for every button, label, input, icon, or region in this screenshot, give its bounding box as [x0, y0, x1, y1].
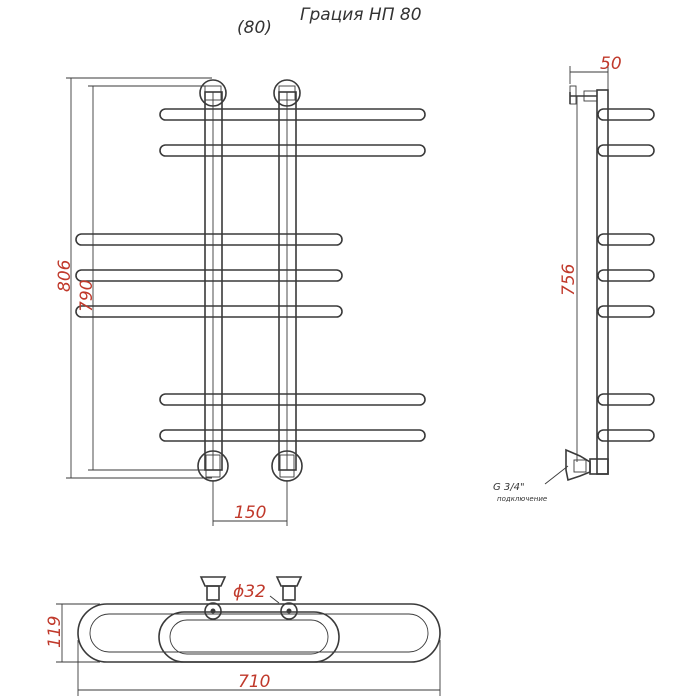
pipe-diameter-label: ϕ32: [233, 582, 266, 602]
side-bar-6: [597, 393, 655, 406]
side-bar-4: [597, 269, 655, 282]
bar-7: [159, 429, 426, 442]
side-bar-7: [597, 429, 655, 442]
bar-6: [159, 393, 426, 406]
side-bar-1: [597, 108, 655, 121]
top-view: ϕ32 119 710: [45, 576, 441, 696]
side-bar-5: [597, 305, 655, 318]
connection-note: подключение: [497, 495, 547, 503]
top-right-cap: [273, 79, 301, 107]
bar-4: [75, 269, 343, 282]
front-view: 806 790 150: [55, 77, 426, 526]
inner-loop: [158, 611, 340, 663]
depth-label: 119: [45, 616, 65, 648]
width-label: 710: [238, 672, 270, 692]
top-left-cap: [199, 79, 227, 107]
side-bar-3: [597, 233, 655, 246]
bar-3: [75, 233, 343, 246]
bar-5: [75, 305, 343, 318]
side-bar-2: [597, 144, 655, 157]
drawing-subtitle: (80): [237, 18, 272, 38]
axis-spacing-label: 150: [234, 503, 266, 523]
overall-height-label: 806: [55, 259, 75, 292]
inner-height-label: 790: [77, 280, 97, 312]
thread-label: G 3/4": [493, 482, 525, 493]
bar-2: [159, 144, 426, 157]
drawing-title: Грация НП 80: [300, 5, 422, 25]
left-fitting: [199, 576, 227, 587]
side-height-label: 756: [559, 263, 579, 296]
wall-offset-label: 50: [600, 54, 622, 74]
side-valve: [565, 448, 591, 482]
side-view: 50 756 G 3/4" подключение: [493, 54, 655, 503]
bar-1: [159, 108, 426, 121]
right-fitting: [275, 576, 303, 587]
